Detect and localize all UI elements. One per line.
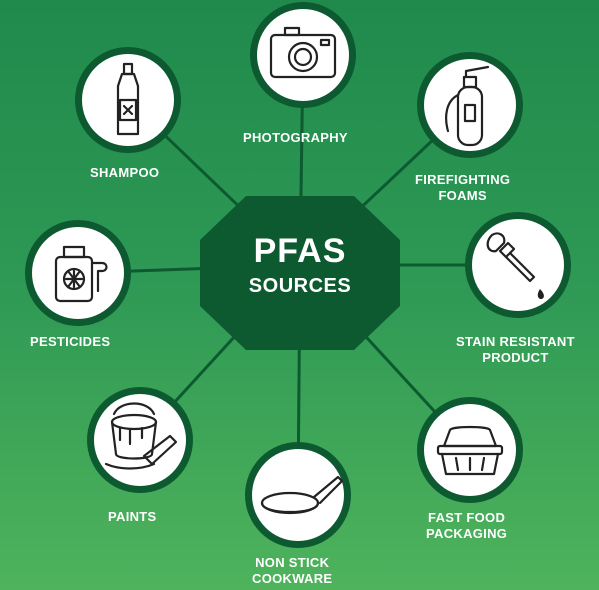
node-fastfood <box>417 397 523 503</box>
label-pesticides-text: PESTICIDES <box>30 334 111 349</box>
hub-title: PFAS SOURCES <box>200 232 400 298</box>
frying-pan-icon <box>260 475 344 515</box>
label-cookware-line1: NON STICK <box>255 555 330 570</box>
paint-can-icon <box>104 402 178 470</box>
label-fastfood-line2: PACKAGING <box>426 526 508 541</box>
label-stain-line2: PRODUCT <box>482 350 549 365</box>
node-shampoo <box>75 47 181 153</box>
hub-octagon <box>200 196 400 350</box>
label-fastfood: FAST FOOD PACKAGING <box>426 510 507 542</box>
label-firefighting: FIREFIGHTING FOAMS <box>415 172 510 204</box>
node-cookware <box>245 442 351 548</box>
label-firefighting-line2: FOAMS <box>438 188 487 203</box>
node-firefighting <box>417 52 523 158</box>
label-stain-line1: STAIN RESISTANT <box>456 334 575 349</box>
node-paints <box>87 387 193 493</box>
label-cookware-line2: COOKWARE <box>252 571 333 586</box>
pesticide-sprayer-icon <box>54 245 108 303</box>
label-pesticides: PESTICIDES <box>30 334 110 350</box>
label-stain: STAIN RESISTANT PRODUCT <box>456 334 575 366</box>
label-paints: PAINTS <box>108 509 157 525</box>
dropper-icon <box>486 232 544 299</box>
label-photography: PHOTOGRAPHY <box>243 130 348 146</box>
food-container-icon <box>436 425 504 476</box>
label-shampoo: SHAMPOO <box>90 165 159 181</box>
hub-title-line2: SOURCES <box>248 275 352 297</box>
camera-icon <box>269 26 337 79</box>
label-photography-text: PHOTOGRAPHY <box>243 130 348 145</box>
hub-title-line1: PFAS <box>253 232 347 270</box>
label-fastfood-line1: FAST FOOD <box>428 510 506 525</box>
node-pesticides <box>25 220 131 326</box>
node-photography <box>250 2 356 108</box>
label-firefighting-line1: FIREFIGHTING <box>415 172 511 187</box>
label-paints-text: PAINTS <box>108 509 157 524</box>
fire-extinguisher-icon <box>445 65 490 147</box>
node-stain <box>465 212 571 318</box>
label-cookware: NON STICK COOKWARE <box>252 555 332 587</box>
shampoo-bottle-icon <box>116 62 140 136</box>
label-shampoo-text: SHAMPOO <box>90 165 160 180</box>
